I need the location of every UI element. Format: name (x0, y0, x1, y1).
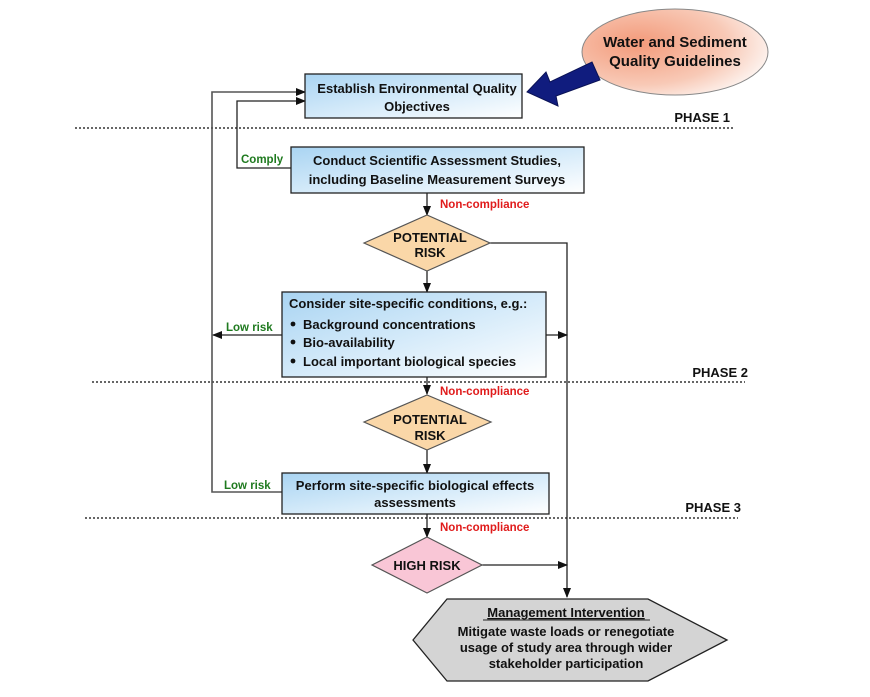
bullet-icon (290, 358, 296, 364)
non-compliance-label-1: Non-compliance (440, 199, 529, 211)
high-risk-node: HIGH RISK (370, 536, 484, 594)
bio-effects-line-1: Perform site-specific biological effects (296, 478, 534, 493)
site-conditions-title: Consider site-specific conditions, e.g.: (289, 296, 527, 311)
objectives-line-1: Establish Environmental Quality (317, 81, 517, 96)
potential-risk-1-line-1: POTENTIAL (393, 230, 467, 245)
bio-effects-line-2: assessments (374, 495, 456, 510)
non-compliance-label-3: Non-compliance (440, 522, 529, 534)
guidelines-node: Water and Sediment Quality Guidelines (581, 8, 769, 96)
high-risk-label: HIGH RISK (393, 558, 461, 573)
low-risk-loop-connector (211, 88, 306, 493)
assessment-node: Conduct Scientific Assessment Studies, i… (290, 146, 585, 194)
phase-2-label: PHASE 2 (692, 365, 748, 380)
potential-risk-1-line-2: RISK (414, 245, 446, 260)
site-conditions-node: Consider site-specific conditions, e.g.:… (281, 291, 547, 378)
potential-risk-2-line-1: POTENTIAL (393, 412, 467, 427)
intervention-node: Management Intervention Mitigate waste l… (412, 598, 729, 682)
comply-label: Comply (241, 154, 284, 166)
site-condition-item: Local important biological species (303, 354, 516, 369)
bullet-icon (290, 339, 296, 345)
intervention-line: usage of study area through wider (460, 640, 672, 655)
assessment-line-1: Conduct Scientific Assessment Studies, (313, 153, 561, 168)
potential-risk-2-line-2: RISK (414, 428, 446, 443)
phase-3-label: PHASE 3 (685, 500, 741, 515)
objectives-node: Establish Environmental Quality Objectiv… (304, 73, 523, 119)
phase-1-label: PHASE 1 (674, 110, 730, 125)
bio-effects-node: Perform site-specific biological effects… (281, 472, 550, 515)
potential-risk-1-node: POTENTIAL RISK (362, 214, 492, 272)
objectives-line-2: Objectives (384, 99, 450, 114)
non-compliance-label-2: Non-compliance (440, 386, 529, 398)
site-condition-item: Bio-availability (303, 335, 396, 350)
intervention-line: stakeholder participation (489, 656, 644, 671)
risk1-to-intervention-connector (490, 242, 571, 598)
low-risk-label-1: Low risk (226, 322, 273, 334)
low-risk-label-2: Low risk (224, 480, 271, 492)
comply-loop-connector (236, 97, 306, 169)
guidelines-arrow-icon (526, 61, 601, 107)
guidelines-line-2: Quality Guidelines (609, 53, 741, 70)
site-condition-item: Background concentrations (303, 317, 476, 332)
assessment-line-2: including Baseline Measurement Surveys (309, 172, 565, 187)
guidelines-line-1: Water and Sediment (603, 34, 747, 51)
potential-risk-2-node: POTENTIAL RISK (362, 394, 493, 451)
intervention-title: Management Intervention (487, 605, 645, 620)
intervention-line: Mitigate waste loads or renegotiate (458, 624, 675, 639)
bullet-icon (290, 321, 296, 327)
